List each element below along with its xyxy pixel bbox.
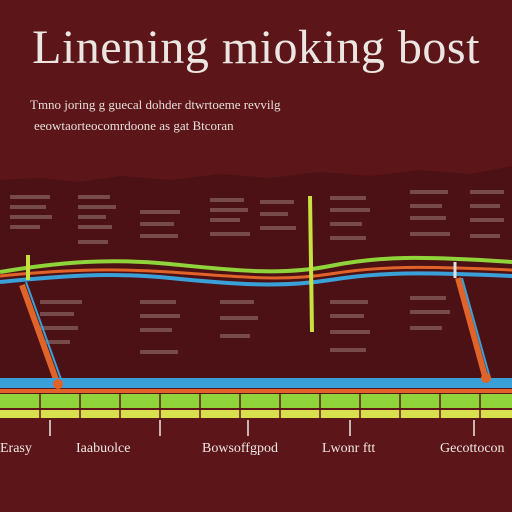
green-line bbox=[0, 255, 512, 274]
right-endpoint bbox=[481, 373, 491, 383]
text-columns bbox=[10, 190, 504, 354]
marker-center bbox=[308, 195, 314, 333]
right-connector bbox=[455, 277, 489, 381]
band-blue bbox=[0, 378, 512, 388]
left-connector-blue bbox=[25, 281, 63, 383]
band-yellow bbox=[0, 410, 512, 418]
blue-line bbox=[0, 271, 512, 287]
band-orange bbox=[0, 389, 512, 393]
subtitle-line-1: Tmno joring g guecal dohder dtwrtoeme re… bbox=[30, 97, 281, 112]
band-ticks bbox=[39, 394, 481, 418]
orange-line bbox=[0, 265, 512, 280]
bottom-label-4: Lwonr ftt bbox=[322, 441, 376, 456]
left-connector bbox=[19, 283, 61, 387]
left-endpoint bbox=[53, 379, 63, 389]
label-ticks bbox=[49, 420, 475, 436]
subtitle-line-2: eeowtaorteocomrdoone as gat Btcoran bbox=[34, 118, 234, 133]
bottom-label-3: Bowsoffgpod bbox=[202, 441, 278, 456]
bottom-label-2: Iaabuolce bbox=[76, 441, 131, 456]
bottom-label-5: Gecottocon bbox=[440, 441, 505, 456]
band-green bbox=[0, 394, 512, 408]
bottom-label-1: Erasy bbox=[0, 441, 32, 456]
page-title: Linening mioking bost bbox=[32, 21, 480, 74]
right-connector-blue bbox=[461, 277, 491, 379]
